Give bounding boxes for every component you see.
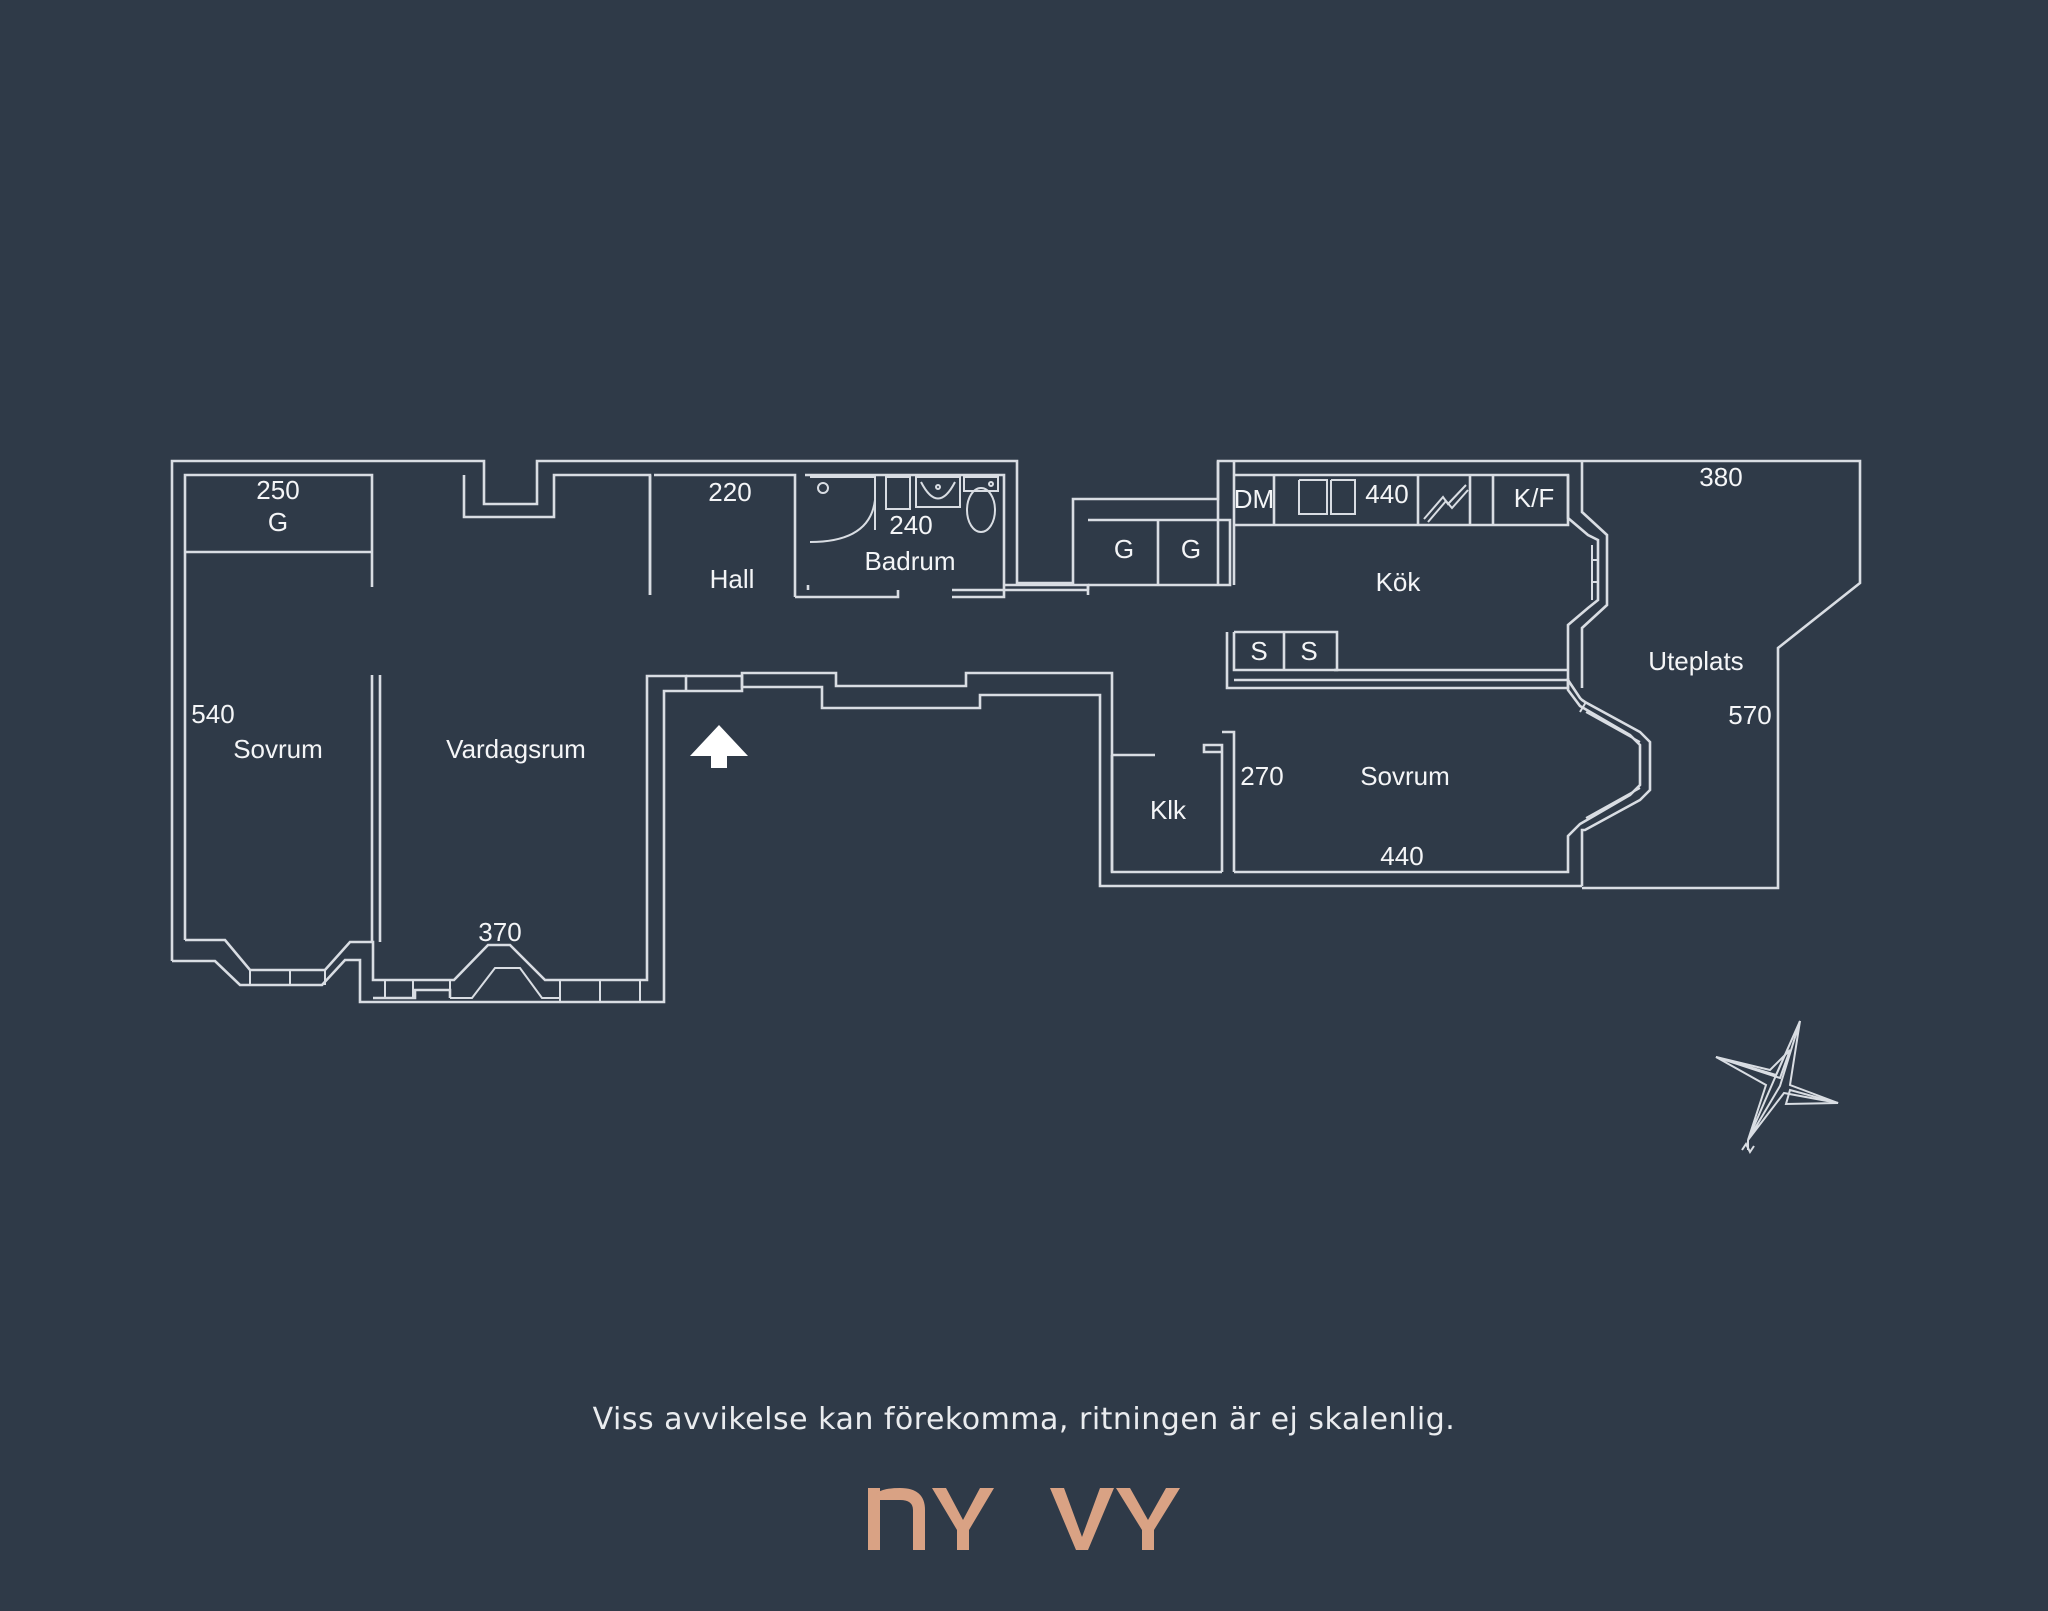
living-room-label: Vardagsrum	[446, 734, 586, 764]
toilet-icon	[963, 476, 999, 492]
living-room-dimension-label: 370	[478, 917, 521, 947]
bathroom-label: Badrum	[864, 546, 955, 576]
brand-logo	[868, 1488, 1180, 1550]
north-compass-icon	[1715, 1020, 1839, 1154]
sink-icon	[915, 476, 961, 508]
hall-dimension-label: 220	[708, 477, 751, 507]
kitchen-dimension-label: 440	[1365, 479, 1408, 509]
bedroom-2-label: Sovrum	[1360, 761, 1450, 791]
dishwasher-label: DM	[1234, 484, 1274, 514]
closet-dimension-label: 250	[256, 475, 299, 505]
shower-drain-icon	[817, 482, 829, 494]
fridge-freezer-label: K/F	[1514, 483, 1554, 513]
bathroom-dimension-label: 240	[889, 510, 932, 540]
storage-2-label: S	[1300, 636, 1317, 666]
entrance-arrow-icon	[690, 725, 748, 768]
walk-in-closet-label: Klk	[1150, 795, 1187, 825]
patio-dimension-label: 380	[1699, 462, 1742, 492]
bedroom-2-width-label: 440	[1380, 841, 1423, 871]
patio-length-label: 570	[1728, 700, 1771, 730]
bedroom-1-label: Sovrum	[233, 734, 323, 764]
bedroom-1-dimension-label: 540	[191, 699, 234, 729]
storage-1-label: S	[1250, 636, 1267, 666]
closet-mid-1-label: G	[1114, 534, 1134, 564]
room-labels: 250 G 220 Hall 240 Badrum 540 Sovrum Var…	[191, 462, 1771, 947]
disclaimer-text: Viss avvikelse kan förekomma, ritningen …	[592, 1402, 1456, 1437]
outer-walls	[170, 459, 1862, 1004]
kitchen-label: Kök	[1376, 567, 1422, 597]
hall-label: Hall	[710, 564, 755, 594]
patio-label: Uteplats	[1648, 646, 1743, 676]
bathroom-fixtures	[809, 476, 999, 543]
closet-label: G	[268, 507, 288, 537]
closet-mid-2-label: G	[1181, 534, 1201, 564]
bedroom-2-dimension-label: 270	[1240, 761, 1283, 791]
